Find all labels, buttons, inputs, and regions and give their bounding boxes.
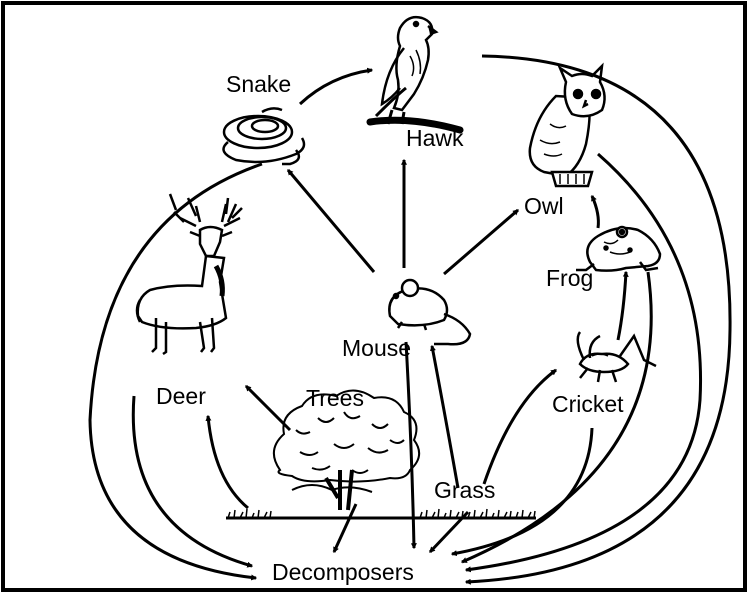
label-hawk: Hawk [406, 125, 464, 151]
label-trees: Trees [306, 385, 364, 411]
arrow-grass-to-mouse [432, 346, 458, 488]
arrow-trees-to-deer [246, 386, 290, 430]
arrow-trees-to-decomposers [334, 504, 356, 552]
arrow-snake-to-decomposers [90, 164, 262, 578]
diagram-border [3, 3, 745, 590]
arrow-grass-to-deer [208, 416, 248, 508]
arrow-mouse-to-owl [444, 210, 518, 274]
label-cricket: Cricket [552, 391, 624, 417]
hawk-illustration [370, 17, 460, 130]
owl-illustration [530, 66, 605, 186]
snake-illustration [224, 108, 305, 164]
deer-illustration [137, 194, 242, 354]
arrow-cricket-to-frog [618, 272, 626, 340]
label-deer: Deer [156, 383, 206, 409]
label-snake: Snake [226, 71, 291, 97]
label-decomposers: Decomposers [272, 559, 414, 585]
label-owl: Owl [524, 193, 564, 219]
arrow-deer-to-decomposers [133, 396, 252, 566]
arrow-mouse-to-snake [288, 170, 374, 272]
arrow-grass-to-cricket [484, 370, 556, 484]
arrow-frog-to-owl [592, 196, 598, 228]
arrow-snake-to-hawk [300, 70, 372, 104]
label-mouse: Mouse [342, 335, 411, 361]
grass-illustration [226, 509, 536, 518]
label-grass: Grass [434, 477, 495, 503]
label-frog: Frog [546, 265, 593, 291]
arrow-hawk-to-decomposers [466, 56, 730, 582]
